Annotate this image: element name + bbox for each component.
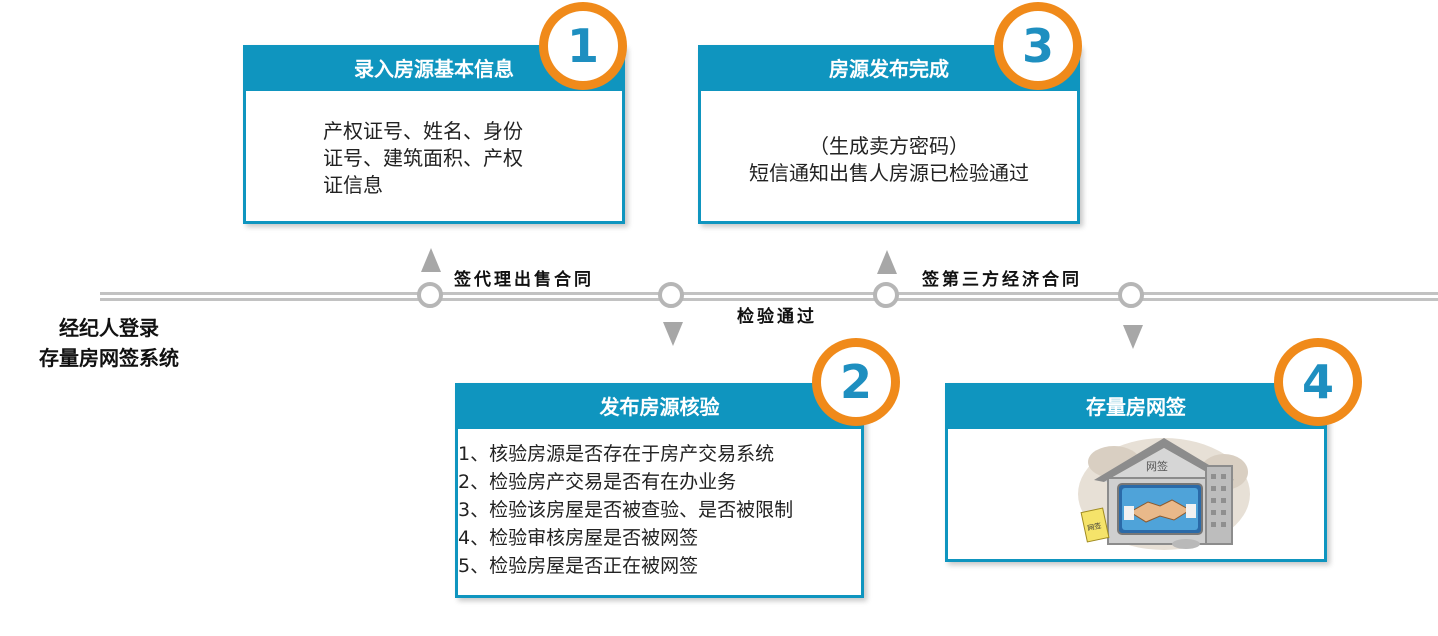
house-sign-text: 网签 <box>1146 459 1168 473</box>
arrow-down-icon <box>663 322 683 346</box>
timeline-line <box>100 292 1438 295</box>
step1-body-line: 证信息 <box>323 173 383 197</box>
online-signing-illustration: 网签 网签 <box>1078 438 1250 550</box>
step2-item: 3、检验该房屋是否被查验、是否被限制 <box>458 499 794 521</box>
timeline-label-agency-contract: 签代理出售合同 <box>454 270 594 290</box>
step3-body-line: 短信通知出售人房源已检验通过 <box>749 161 1029 185</box>
timeline-node-2 <box>658 282 684 308</box>
arrow-up-icon <box>877 250 897 274</box>
step2-item: 1、核验房源是否存在于房产交易系统 <box>458 443 775 465</box>
step4-body: 网签 网签 <box>948 429 1324 559</box>
step4-card: 存量房网签 网签 <box>945 383 1327 562</box>
step1-badge: 1 <box>539 2 627 90</box>
step2-item: 2、检验房产交易是否有在办业务 <box>458 471 737 493</box>
timeline-label-passed: 检验通过 <box>737 307 817 327</box>
arrow-down-icon <box>1123 325 1143 349</box>
step4-number: 4 <box>1283 347 1353 417</box>
step3-body-line: （生成卖方密码） <box>809 134 969 158</box>
step4-title: 存量房网签 <box>948 386 1324 429</box>
step2-badge: 2 <box>812 338 900 426</box>
step3-badge: 3 <box>994 2 1082 90</box>
handshake-icon <box>1124 499 1196 523</box>
start-label-line2: 存量房网签系统 <box>39 346 179 370</box>
timeline-node-4 <box>1118 282 1144 308</box>
step2-number: 2 <box>821 347 891 417</box>
arrow-up-icon <box>421 248 441 272</box>
start-label: 经纪人登录 存量房网签系统 <box>14 313 204 373</box>
step4-badge: 4 <box>1274 338 1362 426</box>
step2-item: 5、检验房屋是否正在被网签 <box>458 555 699 577</box>
step3-number: 3 <box>1003 11 1073 81</box>
step3-body: （生成卖方密码） 短信通知出售人房源已检验通过 <box>701 91 1077 221</box>
step2-title: 发布房源核验 <box>458 386 861 429</box>
timeline-label-third-party-contract: 签第三方经济合同 <box>922 270 1082 290</box>
start-label-line1: 经纪人登录 <box>59 316 159 340</box>
step1-body-line: 产权证号、姓名、身份 <box>323 119 523 143</box>
step2-item: 4、检验审核房屋是否被网签 <box>458 527 699 549</box>
timeline-node-3 <box>873 282 899 308</box>
timeline-node-1 <box>417 282 443 308</box>
step1-body: 产权证号、姓名、身份 证号、建筑面积、产权 证信息 <box>246 91 622 221</box>
step1-number: 1 <box>548 11 618 81</box>
timeline-line-lower <box>100 298 1438 301</box>
step2-card: 发布房源核验 1、核验房源是否存在于房产交易系统 2、检验房产交易是否有在办业务… <box>455 383 864 598</box>
step1-body-line: 证号、建筑面积、产权 <box>323 146 523 170</box>
step2-body: 1、核验房源是否存在于房产交易系统 2、检验房产交易是否有在办业务 3、检验该房… <box>458 429 861 595</box>
stamp-text: 网签 <box>1087 521 1103 533</box>
